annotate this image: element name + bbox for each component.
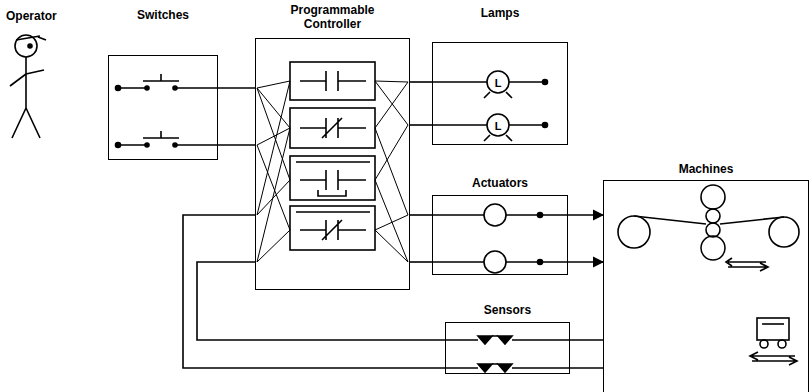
- actuator-panel: Actuators: [432, 195, 568, 275]
- contact-symbol: [296, 71, 370, 240]
- ladder-block: [290, 108, 375, 148]
- pushbutton-switch: [116, 74, 219, 148]
- ladder-block: [290, 156, 375, 200]
- signal-wire: [410, 81, 432, 83]
- roller-machine: [618, 185, 799, 271]
- pushbutton-switch: [173, 86, 177, 90]
- lamp-letter: L: [495, 120, 502, 132]
- pushbutton-switch: [118, 74, 218, 88]
- cart: [750, 352, 797, 365]
- roller-machine: [726, 258, 768, 271]
- label-anchor: L: [495, 116, 502, 134]
- lamp-symbol: [487, 71, 509, 93]
- sensor-panel: Sensors: [445, 322, 570, 374]
- pushbutton-switch: [173, 143, 177, 147]
- cart: [757, 318, 789, 340]
- lamp-symbol: [543, 123, 548, 128]
- signal-wire: [218, 144, 255, 146]
- cart: [778, 340, 786, 348]
- roller-machine: [701, 185, 725, 209]
- signal-wire: [410, 261, 432, 263]
- ladder-block: [290, 206, 375, 250]
- contact-symbol: [300, 118, 366, 138]
- signal-wire: [568, 214, 603, 216]
- lamp-symbol: [543, 80, 548, 85]
- lamp-symbol: [484, 92, 512, 141]
- sensor-symbol: [478, 336, 512, 372]
- operator-figure: [10, 57, 44, 138]
- box-heading: Machines: [604, 162, 808, 176]
- box-heading: Actuators: [433, 176, 567, 190]
- box-heading: Switches: [109, 8, 217, 22]
- box-heading: Lamps: [433, 6, 567, 20]
- internal-wiring: [375, 81, 408, 262]
- internal-wiring: [257, 81, 408, 262]
- contact-symbol: [296, 162, 370, 196]
- lamp-symbol: [432, 71, 548, 141]
- machine-box: Machines: [603, 180, 809, 392]
- internal-wiring: [257, 81, 290, 262]
- roller-machine: [706, 209, 720, 223]
- signal-wire: [183, 215, 445, 368]
- actuator-symbol: [538, 213, 543, 218]
- actuator-symbol: [484, 204, 506, 226]
- sensor-symbol: [492, 336, 498, 364]
- actuator-symbol: [484, 251, 506, 273]
- actuator-symbol: [432, 215, 568, 262]
- pushbutton-switch: [145, 143, 149, 147]
- signal-wire: [570, 367, 603, 369]
- ladder-block: [290, 62, 375, 250]
- operator-figure: [10, 35, 46, 138]
- contact-symbol: [300, 71, 366, 91]
- cart: [762, 323, 784, 325]
- cart: [760, 340, 768, 348]
- signal-wire: [218, 87, 255, 89]
- lamp-symbol: [487, 114, 509, 136]
- pushbutton-switch: [118, 131, 218, 145]
- sensor-symbol: [445, 336, 570, 372]
- cart: [750, 318, 797, 365]
- signal-wire: [410, 214, 432, 216]
- actuator-symbol: [538, 260, 543, 265]
- contact-symbol: [296, 212, 370, 240]
- signal-wire: [197, 262, 445, 340]
- label-anchor: L: [495, 73, 502, 91]
- roller-machine: [701, 236, 725, 260]
- roller-machine: [618, 216, 650, 248]
- signal-wire: [410, 124, 432, 126]
- actuator-symbol: [432, 204, 568, 273]
- switch-panel: Switches: [108, 55, 218, 160]
- box-heading: Sensors: [446, 303, 569, 317]
- roller-machine: [706, 223, 720, 237]
- operator-figure: [16, 36, 46, 40]
- box-heading: Programmable Controller: [273, 3, 393, 31]
- signal-wire: [570, 339, 603, 341]
- ladder-block: [290, 62, 375, 100]
- pushbutton-switch: [145, 86, 149, 90]
- lamp-letter: L: [495, 77, 502, 89]
- controller-box: Programmable Controller: [255, 38, 410, 290]
- illustration: [10, 35, 799, 372]
- roller-machine: [634, 216, 784, 224]
- pushbutton-switch: [116, 143, 121, 148]
- pushbutton-switch: [116, 86, 121, 91]
- signal-wire: [568, 261, 603, 263]
- operator-label: Operator: [6, 9, 57, 23]
- operator-figure: [28, 44, 32, 48]
- roller-machine: [769, 217, 799, 247]
- label-anchor: Operator: [6, 6, 57, 24]
